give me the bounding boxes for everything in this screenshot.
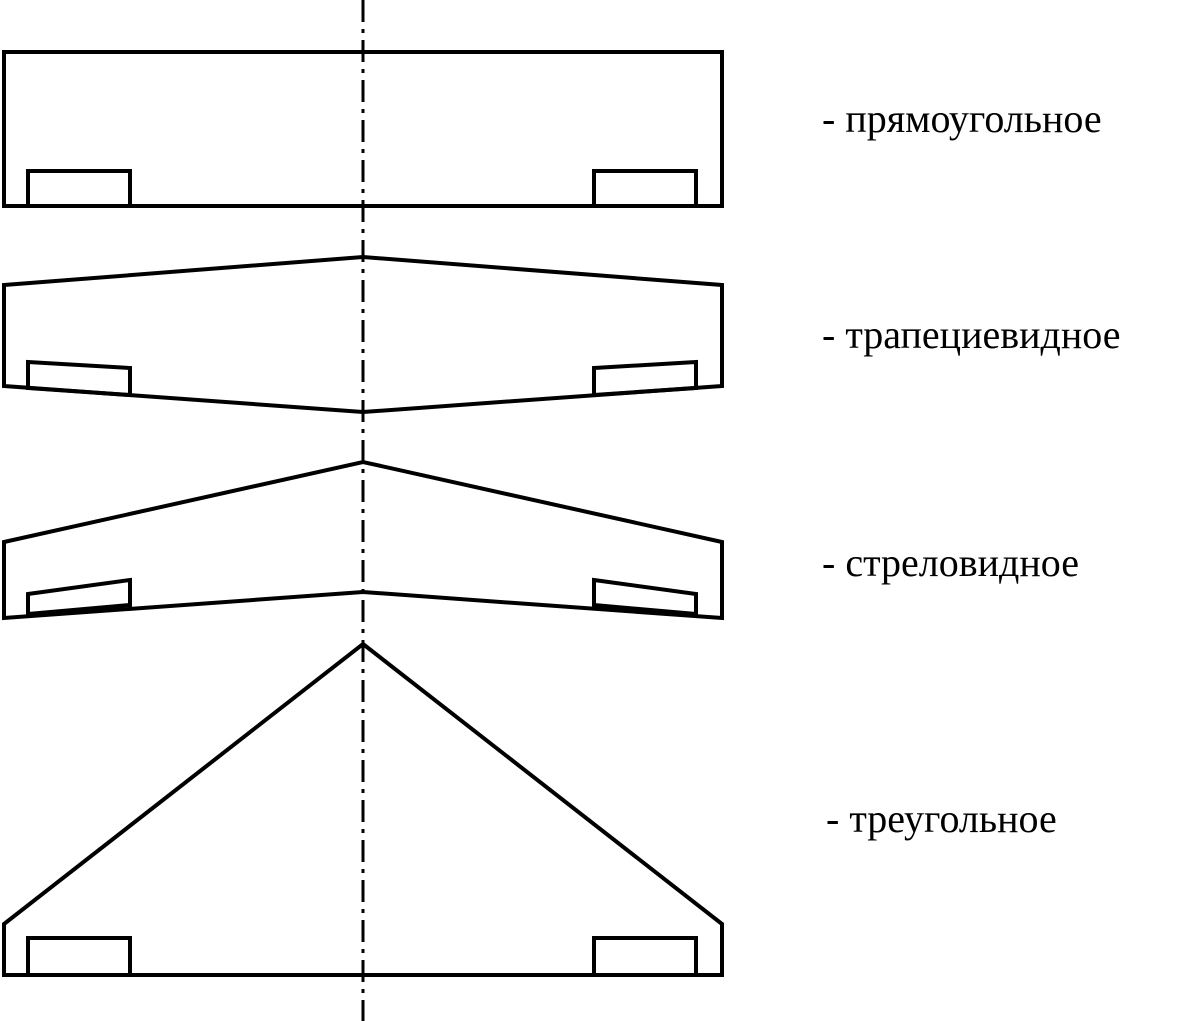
- wing-trapezoidal-aileron-left: [26, 359, 132, 398]
- label-trapezoidal: - трапециевидное: [822, 312, 1121, 357]
- wing-trapezoidal-outline: [2, 254, 724, 415]
- wing-trapezoidal-aileron-right: [592, 359, 698, 398]
- wing-swept-aileron-right: [592, 577, 698, 617]
- label-rectangular: - прямоугольное: [822, 96, 1102, 141]
- wing-triangular-aileron-right: [592, 936, 698, 977]
- wing-triangular: [2, 641, 724, 977]
- wing-swept: [2, 459, 724, 621]
- wing-swept-outline: [2, 459, 724, 621]
- wing-trapezoidal: [2, 254, 724, 415]
- label-triangular: - треугольное: [826, 796, 1057, 841]
- wing-rectangular: [2, 50, 724, 208]
- wing-rectangular-aileron-right: [592, 169, 698, 208]
- wing-rectangular-outline: [2, 50, 724, 208]
- wing-swept-aileron-left: [26, 577, 132, 617]
- wing-triangular-aileron-left: [26, 936, 132, 977]
- wing-rectangular-aileron-left: [26, 169, 132, 208]
- label-swept: - стреловидное: [822, 540, 1079, 585]
- wing-triangular-outline: [2, 641, 724, 977]
